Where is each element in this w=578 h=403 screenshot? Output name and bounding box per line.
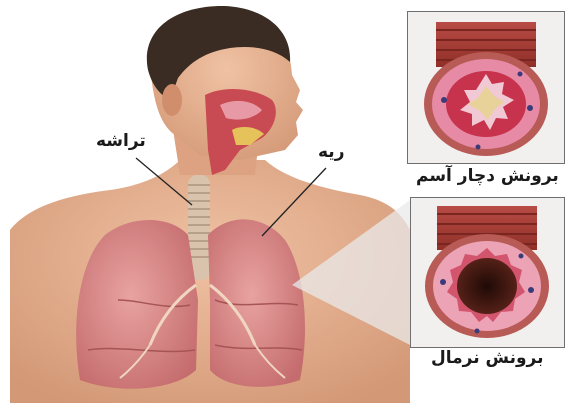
normal-bronchus-panel	[410, 197, 565, 348]
ear	[162, 84, 182, 116]
asthma-bronchus-label: برونش دچار آسم	[416, 166, 559, 186]
lung-label: ریه	[318, 142, 344, 162]
normal-bronchus-drawing	[411, 198, 564, 347]
head	[147, 6, 303, 175]
normal-bronchus-label: برونش نرمال	[431, 348, 543, 368]
asthma-bronchus-panel	[407, 11, 565, 164]
trachea-label: تراشه	[96, 131, 146, 151]
asthma-bronchus-drawing	[408, 12, 564, 163]
